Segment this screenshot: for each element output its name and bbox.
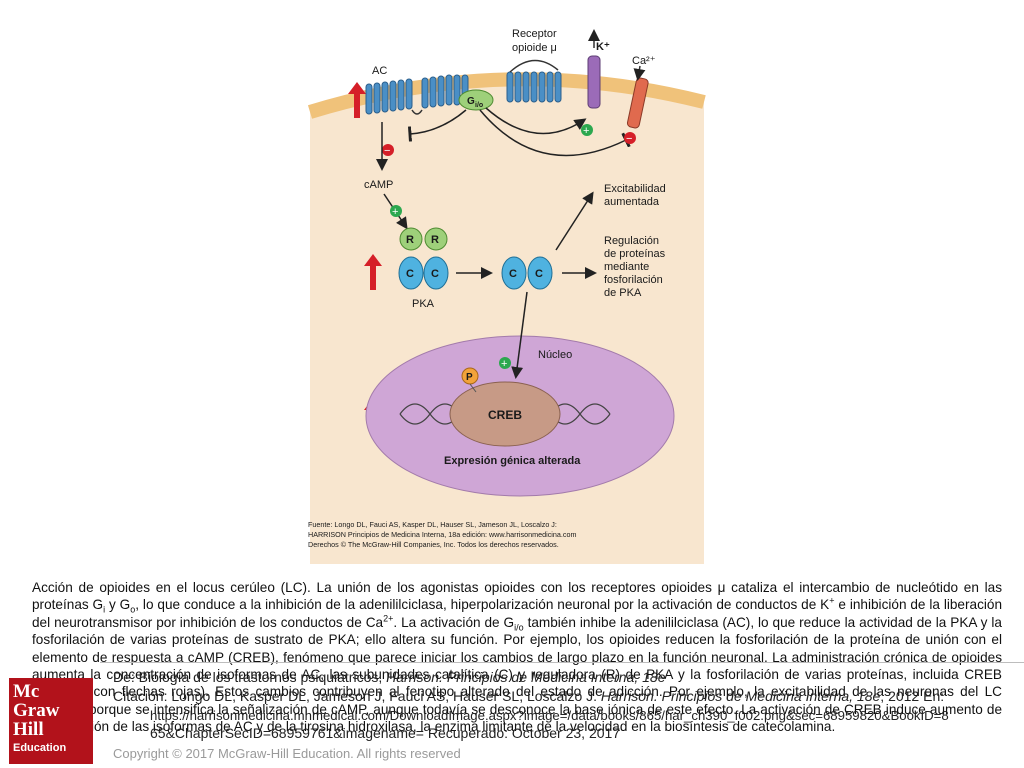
up-arrow-icon [364, 254, 382, 290]
citation-line-2: Citación: Longo DL, Kasper DL, Jameson J… [113, 688, 945, 704]
p-label: P [466, 372, 473, 383]
regulation-label-5: de PKA [604, 287, 642, 299]
citation-url[interactable]: https://harrisonmedicina.mhmedical.com/D… [150, 708, 949, 723]
k-label: K⁺ [596, 41, 610, 53]
minus-icon [624, 132, 636, 144]
ca-channel [626, 65, 649, 129]
citation-line-1: De: Biología de los trastornos psiquiátr… [113, 669, 666, 685]
excitability-label-2: aumentada [604, 196, 660, 208]
excitability-label-1: Excitabilidad [604, 183, 666, 195]
source-line-1: Fuente: Longo DL, Fauci AS, Kasper DL, H… [308, 520, 557, 529]
regulation-label-2: de proteínas [604, 248, 666, 260]
gio-inhibits-ac-arrow [408, 109, 467, 142]
svg-text:−: − [384, 145, 390, 157]
source-line-3: Derechos © The McGraw-Hill Companies, In… [308, 540, 559, 549]
free-catalytic-subunits [501, 256, 553, 290]
plus-icon [581, 124, 593, 136]
receptor-label-line2: opioide μ [512, 42, 557, 54]
figure-caption: Acción de opioides en el locus cerúleo (… [32, 580, 1003, 735]
pka-label: PKA [412, 298, 435, 310]
up-arrow-icon [348, 82, 366, 118]
gio-protein [458, 89, 494, 111]
svg-text:R: R [431, 234, 439, 246]
regulation-label-1: Regulación [604, 235, 659, 247]
pka-complex [398, 227, 449, 290]
regulation-label-3: mediante [604, 261, 649, 273]
gio-inhibits-ca-arrow [479, 109, 631, 157]
minus-icon [382, 144, 394, 156]
expression-label: Expresión génica alterada [444, 455, 581, 467]
svg-text:C: C [535, 268, 543, 280]
svg-text:R: R [406, 234, 414, 246]
opioid-action-diagram: AC Receptor opioide μ G i/o K⁺ Ca²⁺ [300, 22, 712, 564]
footer-divider [100, 662, 1024, 663]
ac-label: AC [372, 65, 387, 77]
creb-label: CREB [488, 408, 522, 422]
diagram-svg: AC Receptor opioide μ G i/o K⁺ Ca²⁺ [307, 28, 706, 564]
svg-text:+: + [501, 358, 507, 370]
gio-label: G [467, 96, 475, 107]
copyright-notice: Copyright © 2017 McGraw-Hill Education. … [113, 746, 461, 761]
c-to-creb-arrow [511, 291, 528, 379]
mcgraw-hill-logo: Mc Graw Hill Education [9, 678, 93, 764]
svg-text:C: C [509, 268, 517, 280]
ac-receptor [365, 74, 469, 115]
regulation-label-4: fosforilación [604, 274, 663, 286]
plus-icon [390, 205, 402, 217]
gio-to-k-arrow [485, 107, 587, 135]
ca-label: Ca²⁺ [632, 55, 656, 67]
receptor-label-line1: Receptor [512, 28, 557, 40]
svg-text:−: − [626, 133, 632, 145]
svg-text:+: + [392, 206, 398, 218]
citation-block: De: Biología de los trastornos psiquiátr… [0, 663, 1024, 768]
svg-text:+: + [583, 125, 589, 137]
citation-line-4: 65&ChapterSecID=68959761&imagename= Recu… [150, 725, 621, 741]
gio-sub-label: i/o [475, 102, 483, 109]
svg-text:C: C [431, 268, 439, 280]
k-channel [587, 29, 601, 109]
mu-opioid-receptor [506, 59, 562, 103]
source-line-2: HARRISON Principios de Medicina Interna,… [308, 530, 576, 539]
camp-label: cAMP [364, 179, 393, 191]
creb [449, 381, 561, 447]
plus-icon [499, 357, 511, 369]
nucleus-label: Núcleo [538, 349, 572, 361]
c-to-excitability-arrow [555, 191, 594, 251]
svg-text:C: C [406, 268, 414, 280]
